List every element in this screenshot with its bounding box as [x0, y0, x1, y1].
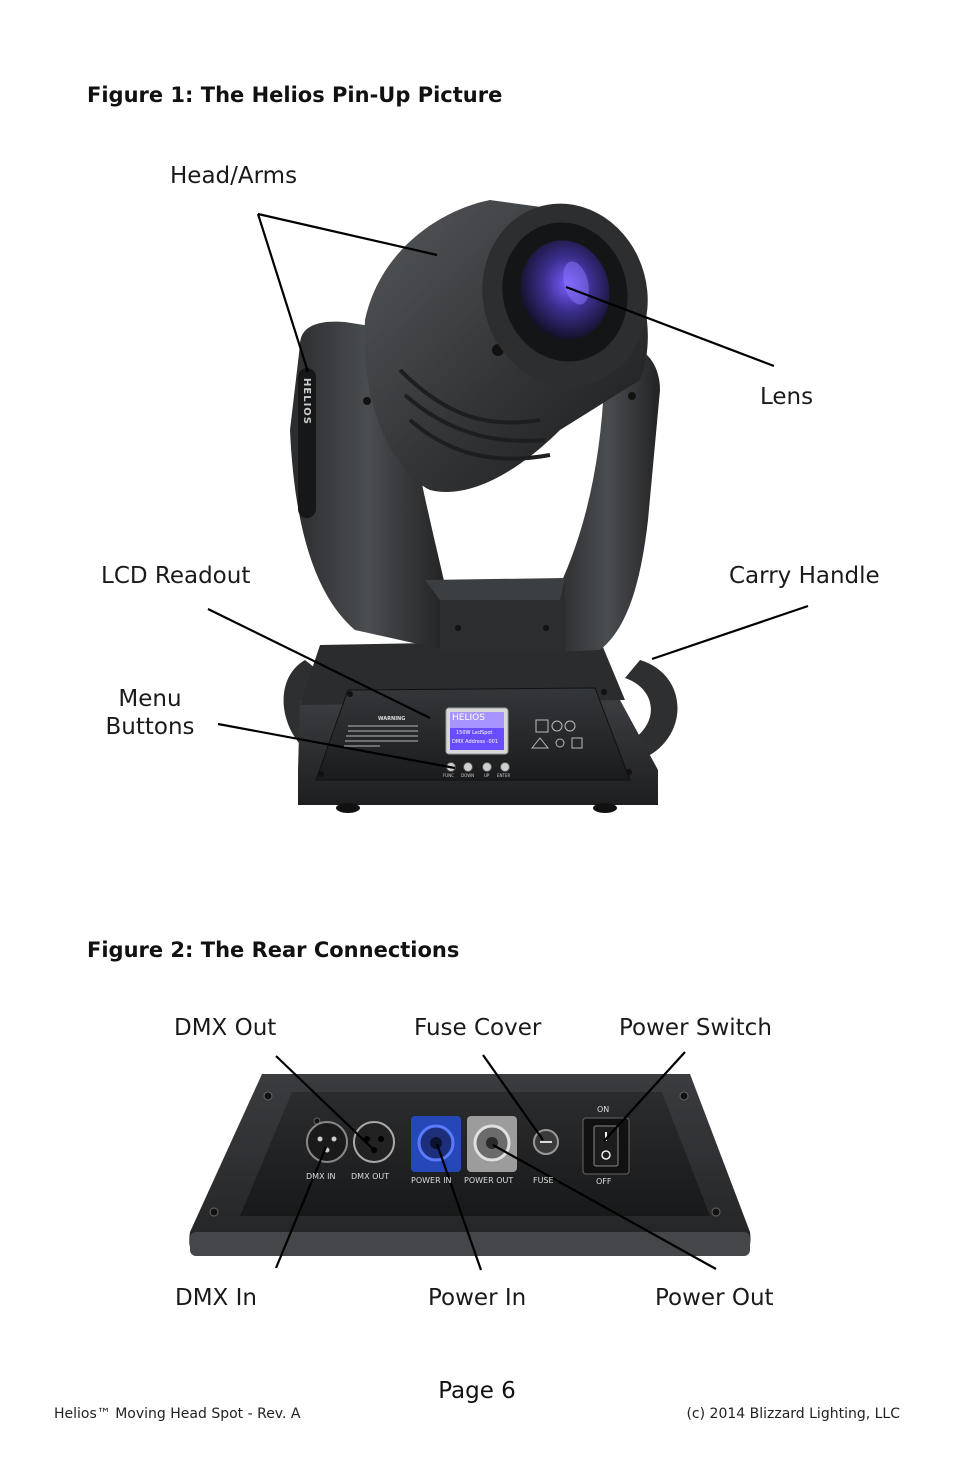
panel-text-off: OFF — [596, 1177, 612, 1186]
label-carry-handle: Carry Handle — [729, 563, 880, 589]
dmx-out-socket — [371, 1147, 377, 1153]
warning-text-lines — [344, 725, 418, 747]
power-switch-rocker — [593, 1125, 619, 1167]
label-power-switch: Power Switch — [619, 1015, 772, 1041]
dmx-out-connector — [353, 1121, 395, 1163]
label-lens: Lens — [760, 384, 814, 410]
power-in-core — [430, 1137, 442, 1149]
certification-icons — [530, 719, 583, 749]
panel-text-power-in: POWER IN — [411, 1176, 452, 1185]
button-label-down: DOWN — [461, 773, 475, 778]
label-power-in: Power In — [428, 1285, 527, 1311]
page-number: Page 6 — [438, 1378, 516, 1404]
label-menu-buttons-line1: Menu — [118, 686, 182, 712]
button-label-func: FUNC — [443, 773, 455, 778]
dmx-out-socket — [378, 1136, 384, 1142]
foot-right — [593, 803, 617, 813]
menu-button-enter-icon — [500, 762, 510, 772]
label-head-arms: Head/Arms — [170, 163, 298, 189]
label-menu-buttons-line2: Buttons — [105, 714, 195, 740]
footer-right-text: (c) 2014 Blizzard Lighting, LLC — [686, 1406, 900, 1422]
yoke-arm-right — [555, 343, 660, 652]
arm-screw — [363, 397, 371, 405]
arm-slot — [298, 368, 316, 518]
menu-button-down-icon — [463, 762, 473, 772]
dmx-in-connector — [306, 1121, 348, 1163]
panel-screw — [601, 689, 607, 695]
panel-text-fuse: FUSE — [533, 1176, 554, 1185]
lens-glass — [520, 240, 610, 340]
menu-button-up-icon — [482, 762, 492, 772]
figure2-leader-lines — [274, 1051, 717, 1271]
warning-title-text: WARNING — [378, 716, 406, 722]
label-lcd-readout: LCD Readout — [101, 563, 251, 589]
rear-panel-bottom-rim — [190, 1232, 750, 1256]
lcd-brand-strip — [450, 712, 504, 728]
arm-screw — [628, 392, 636, 400]
footer-left-text: Helios™ Moving Head Spot - Rev. A — [54, 1406, 301, 1422]
panel-text-power-out: POWER OUT — [464, 1176, 514, 1185]
dmx-in-pin — [331, 1136, 337, 1142]
arm-brand-text: HELIOS — [301, 378, 312, 425]
label-dmx-in: DMX In — [175, 1285, 257, 1311]
panel-screw — [347, 691, 353, 697]
panel-text-dmx-out: DMX OUT — [351, 1172, 390, 1181]
foot-left — [336, 803, 360, 813]
panel-screw — [318, 771, 324, 777]
yoke-bridge — [425, 578, 565, 600]
figure1-leader-lines — [207, 212, 809, 770]
head-ribs — [398, 368, 551, 461]
power-switch-off-mark — [601, 1150, 611, 1160]
lcd-brand-text: HELIOS — [452, 713, 485, 723]
label-dmx-out: DMX Out — [174, 1015, 277, 1041]
button-label-enter: ENTER — [497, 773, 511, 778]
arm-screw — [455, 625, 461, 631]
panel-screw — [626, 769, 632, 775]
label-fuse-cover: Fuse Cover — [414, 1015, 542, 1041]
lcd-line1-text: 150W LedSpot — [456, 730, 493, 736]
label-power-out: Power Out — [655, 1285, 774, 1311]
carry-handle-right — [622, 660, 678, 760]
figure1-title: Figure 1: The Helios Pin-Up Picture — [87, 83, 503, 107]
panel-text-on: ON — [597, 1105, 610, 1114]
arm-screw — [543, 625, 549, 631]
figure2-title: Figure 2: The Rear Connections — [87, 938, 460, 962]
button-label-up: UP — [484, 773, 490, 778]
lcd-line2-text: DMX Address -001 — [452, 739, 499, 745]
panel-text-dmx-in: DMX IN — [306, 1172, 336, 1181]
dmx-in-pin — [317, 1136, 323, 1142]
